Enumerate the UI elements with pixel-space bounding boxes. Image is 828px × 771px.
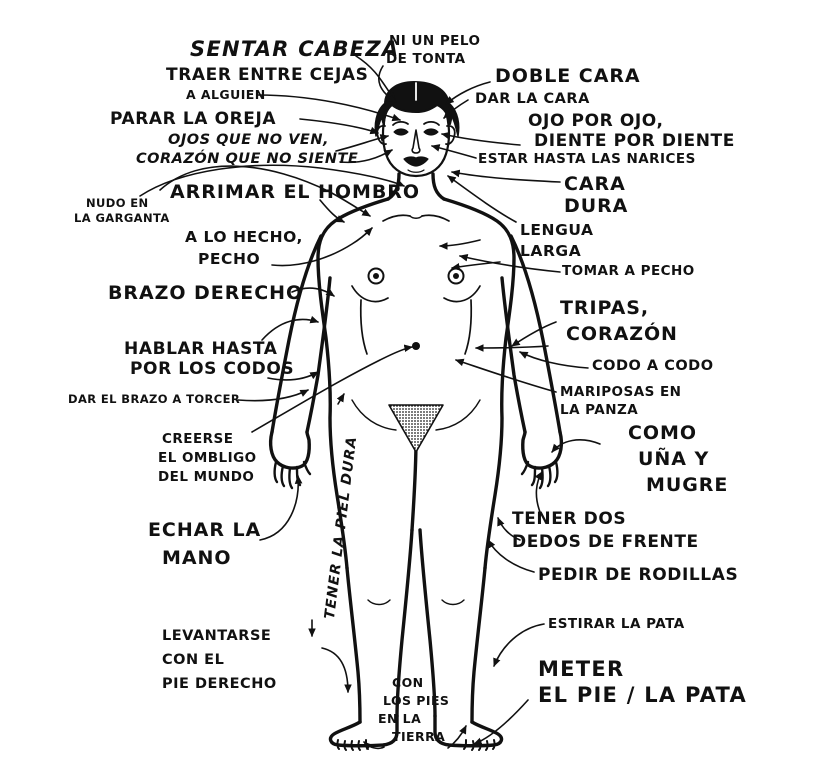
label-estar-hasta-las-narices: ESTAR HASTA LAS NARICES — [478, 151, 696, 167]
label-dedos-de-frente: DEDOS DE FRENTE — [512, 532, 699, 552]
label-el-pie-la-pata: EL PIE / LA PATA — [538, 683, 748, 707]
label-brazo-derecho: BRAZO DERECHO — [108, 282, 304, 304]
label-meter: METER — [538, 657, 625, 681]
label-levantarse: LEVANTARSE — [162, 628, 272, 644]
label-con-el: CON EL — [162, 652, 225, 668]
label-ni-un-pelo: NI UN PELO — [389, 33, 481, 49]
label-por-los-codos: POR LOS CODOS — [130, 359, 295, 379]
label-dura: DURA — [564, 195, 629, 217]
label-a-alguien: A ALGUIEN — [186, 87, 266, 102]
label-el-ombligo: EL OMBLIGO — [158, 450, 257, 466]
label-dar-la-cara: DAR LA CARA — [475, 91, 590, 107]
label-parar-la-oreja: PARAR LA OREJA — [110, 109, 277, 129]
label-dar-el-brazo-a-torcer: DAR EL BRAZO A TORCER — [68, 392, 241, 406]
label-con: CON — [392, 675, 424, 690]
label-sentar-cabeza: SENTAR CABEZA — [190, 37, 400, 61]
label-tierra: TIERRA — [392, 729, 446, 744]
label-larga: LARGA — [520, 242, 582, 260]
label-tripas: TRIPAS, — [560, 297, 650, 319]
head-group — [374, 81, 460, 178]
label-en-la: EN LA — [378, 711, 422, 726]
body-detail — [351, 214, 481, 606]
label-codo-a-codo: CODO A CODO — [592, 358, 714, 374]
label-los-pies: LOS PIES — [383, 693, 450, 708]
label-pedir-de-rodillas: PEDIR DE RODILLAS — [538, 565, 739, 585]
label-diente-por-diente: DIENTE POR DIENTE — [534, 131, 735, 151]
label-a-lo-hecho: A LO HECHO, — [185, 228, 303, 246]
body-outline — [268, 172, 564, 751]
label-arrimar-el-hombro: ARRIMAR EL HOMBRO — [170, 181, 420, 203]
label-traer-entre-cejas: TRAER ENTRE CEJAS — [166, 65, 369, 85]
label-como: COMO — [628, 422, 697, 444]
label-nudo-en: NUDO EN — [86, 196, 149, 210]
label-la-garganta: LA GARGANTA — [74, 211, 170, 225]
label-tener-la-piel-dura: TENER LA PIEL DURA — [322, 435, 361, 620]
label-ojos-que-no-ven: OJOS QUE NO VEN, — [168, 132, 329, 148]
label-mariposas-en: MARIPOSAS EN — [560, 384, 682, 400]
label-la-panza: LA PANZA — [560, 402, 639, 418]
label-una-y: UÑA Y — [638, 448, 710, 470]
label-hablar-hasta: HABLAR HASTA — [124, 339, 278, 359]
label-corazon: CORAZÓN — [566, 323, 678, 345]
label-echar-la: ECHAR LA — [148, 519, 262, 541]
label-tener-dos: TENER DOS — [512, 509, 627, 529]
label-creerse: CREERSE — [162, 431, 234, 447]
label-estirar-la-pata: ESTIRAR LA PATA — [548, 616, 685, 632]
label-lengua: LENGUA — [520, 221, 594, 239]
label-del-mundo: DEL MUNDO — [158, 469, 255, 485]
label-doble-cara: DOBLE CARA — [495, 65, 641, 87]
label-corazon-que-no-siente: CORAZÓN QUE NO SIENTE — [136, 151, 359, 167]
label-pecho: PECHO — [198, 250, 261, 268]
label-ojo-por-ojo: OJO POR OJO, — [528, 111, 664, 131]
label-mano: MANO — [162, 547, 232, 569]
label-mugre: MUGRE — [646, 474, 729, 496]
label-pie-derecho: PIE DERECHO — [162, 676, 277, 692]
label-de-tonta: DE TONTA — [386, 51, 466, 67]
label-cara: CARA — [564, 173, 626, 195]
label-tomar-a-pecho: TOMAR A PECHO — [562, 263, 695, 279]
